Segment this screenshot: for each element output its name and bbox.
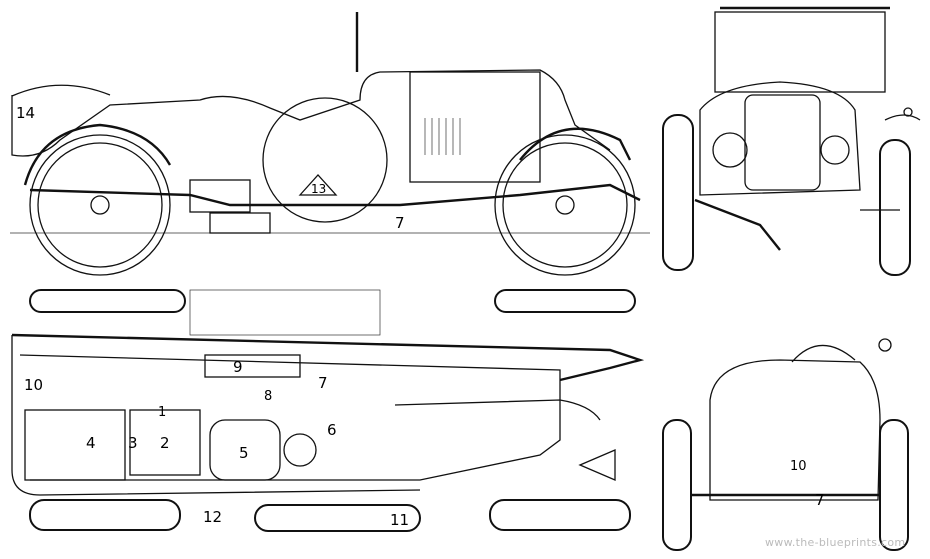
- part-label: 14: [16, 104, 35, 122]
- part-label: 11: [390, 511, 409, 529]
- tire-top: [29, 499, 181, 531]
- top-view: 9 7 10 8 1 4 3 2 5 6 12 11: [11, 289, 645, 532]
- front-left-tire: [662, 114, 694, 271]
- part-label: 3: [128, 434, 138, 452]
- rear-wheel: [29, 134, 171, 276]
- part-label: 8: [264, 389, 272, 404]
- part-label: 13: [311, 182, 326, 196]
- front-right-tire: [879, 139, 911, 276]
- part-label: 9: [233, 358, 243, 376]
- part-label: 5: [239, 444, 249, 462]
- steering-wheel: [283, 433, 317, 467]
- part-label: 1: [158, 405, 166, 420]
- part-label: 2: [160, 434, 170, 452]
- headlamp: [820, 135, 850, 165]
- part-label: 12: [203, 508, 222, 526]
- headlamp: [712, 132, 748, 168]
- part-label: 7: [815, 491, 825, 509]
- part-label: 6: [327, 421, 337, 439]
- part-label: 10: [24, 376, 43, 394]
- watermark: www.the-blueprints.com: [765, 536, 906, 549]
- part-label: 4: [86, 434, 96, 452]
- tire-top: [489, 499, 631, 531]
- side-view: 14 13 7: [10, 12, 650, 276]
- part-label: 7: [318, 374, 328, 392]
- steering-wheel-side: [262, 97, 388, 223]
- front-view: [662, 6, 921, 276]
- tire-top: [29, 289, 186, 313]
- radiator: [744, 94, 821, 191]
- tire-top: [494, 289, 636, 313]
- tire-top: [254, 504, 421, 532]
- triangle-marker: [298, 174, 338, 196]
- rear-left-tire: [662, 419, 692, 551]
- part-label: 7: [395, 214, 405, 232]
- part-label: 10: [790, 459, 807, 474]
- front-wheel: [494, 134, 636, 276]
- rear-view: 10 7: [662, 338, 909, 551]
- rear-right-tire: [879, 419, 909, 551]
